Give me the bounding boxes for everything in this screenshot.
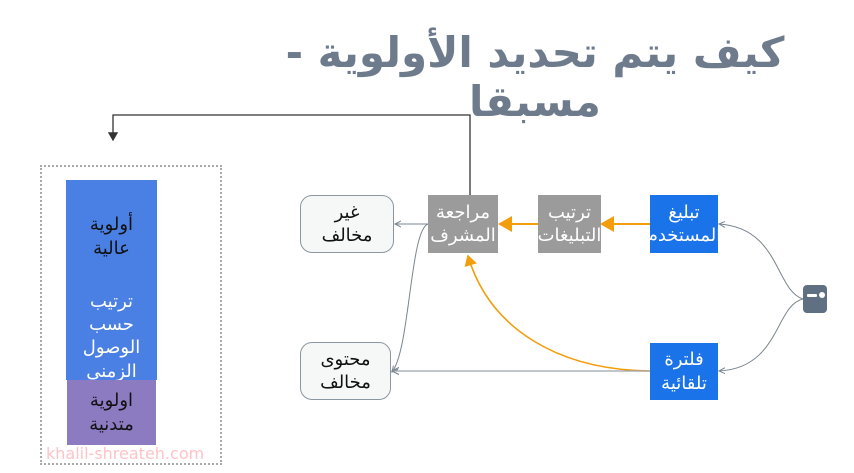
node-auto-filter[interactable]: فلترة تلقائية — [650, 343, 718, 400]
arrival-order-label: ترتيب حسب الوصول الزمني — [82, 290, 141, 380]
low-priority-block: اولوية متدنية — [67, 380, 156, 445]
node-violating-content[interactable]: محتوى مخالف — [300, 342, 391, 400]
high-priority-label: أولوية عالية — [89, 214, 134, 259]
arrow-source-to-filter — [719, 298, 804, 371]
low-priority-label: اولوية متدنية — [89, 390, 134, 435]
source-device-icon — [803, 285, 827, 313]
node-user-report[interactable]: تبليغ المستخدم — [647, 195, 721, 253]
slide-title: كيف يتم تحديد الأولوية - مسبقا — [285, 28, 785, 126]
arrow-filter-to-review — [464, 254, 651, 372]
node-report-ordering[interactable]: ترتيب التبليغات — [538, 195, 601, 253]
node-moderator-review[interactable]: مراجعة المشرف — [428, 195, 498, 253]
high-priority-block: أولوية عالية ترتيب حسب الوصول الزمني — [66, 180, 157, 380]
arrow-review-to-violating — [392, 223, 429, 372]
watermark: khalil-shreateh.com — [46, 444, 205, 463]
arrow-source-to-user — [719, 224, 804, 300]
feedback-arrow — [107, 114, 471, 195]
priority-container — [40, 165, 222, 465]
node-not-violating[interactable]: غير مخالف — [300, 195, 394, 253]
